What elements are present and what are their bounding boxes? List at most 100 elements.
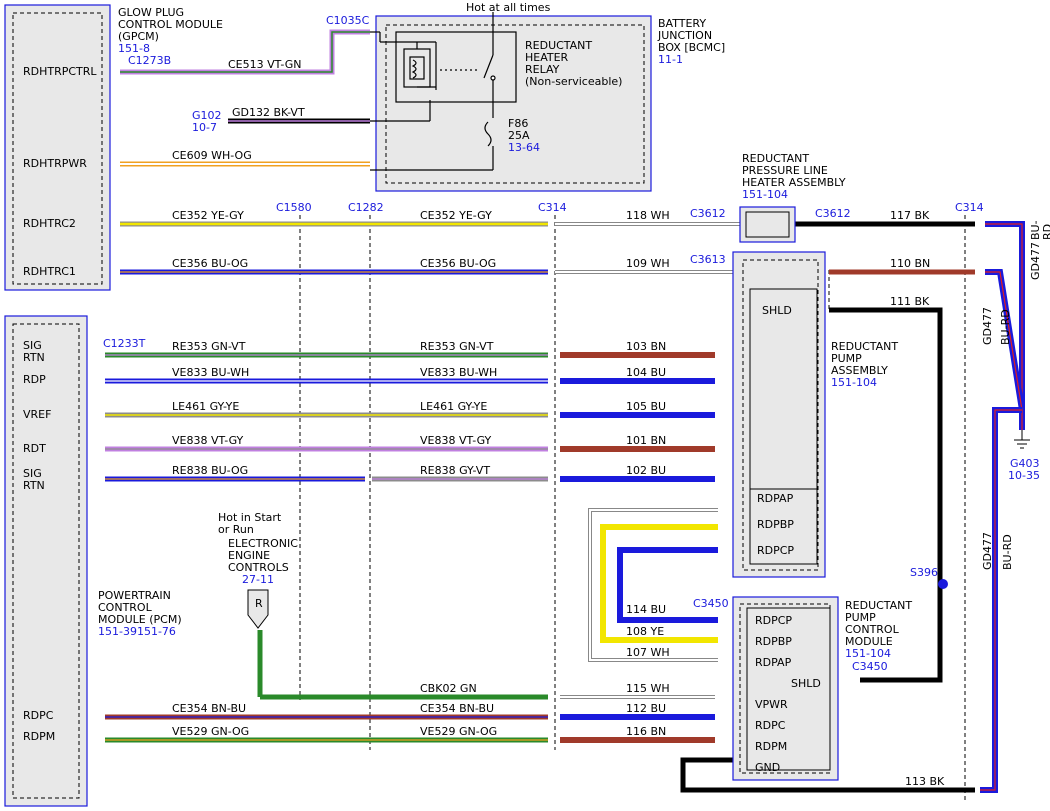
eec-r: R (255, 597, 263, 610)
circ-108: 108 YE (626, 625, 665, 638)
eec-title2: ELECTRONIC ENGINE CONTROLS 27-11 (228, 537, 298, 586)
circ-re353b: RE353 GN-VT (420, 340, 494, 353)
circ-110: 110 BN (890, 257, 931, 270)
circ-bu-rd-a: BU-RD (1029, 220, 1050, 240)
conn-c1580: C1580 (276, 201, 312, 214)
circ-117: 117 BK (890, 209, 930, 222)
circ-ve529b: VE529 GN-OG (420, 725, 498, 738)
circ-ve838b: VE838 VT-GY (420, 434, 492, 447)
conn-g102-ref: 10-7 (192, 121, 217, 134)
gpcm-pin-rdhtrc2: RDHTRC2 (23, 217, 76, 230)
conn-g403-ref: 10-35 (1008, 469, 1040, 482)
circ-bu-rd-b: BU-RD (999, 309, 1012, 345)
circ-109: 109 WH (626, 257, 670, 270)
pump-title: REDUCTANT PUMP ASSEMBLY 151-104 (831, 340, 899, 389)
circ-re838: RE838 BU-OG (172, 464, 249, 477)
circ-ce356: CE356 BU-OG (172, 257, 249, 270)
circ-gd477-b: GD477 (981, 307, 994, 345)
pcm-pin-rdpm: RDPM (23, 730, 56, 743)
pcm-pins: SIG RTN (23, 339, 45, 364)
circ-ve833b: VE833 BU-WH (420, 366, 498, 379)
conn-c1282: C1282 (348, 201, 384, 214)
circ-105: 105 BU (626, 400, 667, 413)
circ-ce513: CE513 VT-GN (228, 58, 302, 71)
circ-118: 118 WH (626, 209, 670, 222)
pcm-pin-rdt: RDT (23, 442, 46, 455)
circ-103: 103 BN (626, 340, 667, 353)
circ-ce352: CE352 YE-GY (172, 209, 244, 222)
circ-re838b: RE838 GY-VT (420, 464, 491, 477)
pump-rdpap: RDPAP (757, 492, 794, 505)
heater-title: REDUCTANT PRESSURE LINE HEATER ASSEMBLY … (742, 152, 846, 201)
wire-pcm-rows (105, 352, 975, 793)
circ-gd132: GD132 BK-VT (232, 106, 305, 119)
conn-g403: G403 (1010, 457, 1040, 470)
circ-ce354: CE354 BN-BU (172, 702, 247, 715)
circ-le461: LE461 GY-YE (172, 400, 240, 413)
splice-s396 (938, 579, 948, 589)
connector-dashed-lines (299, 215, 966, 800)
pcmod-title: REDUCTANT PUMP CONTROL MODULE 151-104 (845, 599, 913, 660)
circ-gd477-a: GD477 (1029, 242, 1042, 280)
circ-ce352b: CE352 YE-GY (420, 209, 492, 222)
circ-le461b: LE461 GY-YE (420, 400, 488, 413)
heater-assembly (739, 206, 796, 243)
pcm-pins-sigrtn2: SIG RTN (23, 467, 45, 492)
conn-c3612-right: C3612 (815, 207, 851, 220)
relay-symbol (370, 12, 496, 171)
eec-r-symbol (247, 589, 269, 629)
conn-s396: S396 (910, 566, 938, 579)
circ-107: 107 WH (626, 646, 670, 659)
relay-title: REDUCTANT HEATER RELAY (Non-serviceable) (525, 39, 623, 88)
circ-cbk02: CBK02 GN (420, 682, 477, 695)
gpcm-module (4, 4, 111, 291)
pcm-pin-rdp: RDP (23, 373, 46, 386)
circ-113: 113 BK (905, 775, 945, 788)
pcmod-pins: RDPCP RDPBP RDPAP SHLD VPWR RDPC RDPM GN… (755, 614, 821, 774)
gpcm-title: GLOW PLUG CONTROL MODULE (GPCM) 151-8 (118, 6, 223, 55)
circ-ce356b: CE356 BU-OG (420, 257, 497, 270)
wire-shield-111 (829, 307, 943, 683)
fuse-label: F86 25A 13-64 (508, 117, 540, 154)
pump-rdpcp: RDPCP (757, 544, 795, 557)
pcm-pin-vref: VREF (23, 408, 52, 421)
wire-gd477 (980, 221, 1030, 793)
conn-c3450: C3450 (693, 597, 729, 610)
circ-ce354b: CE354 BN-BU (420, 702, 495, 715)
conn-c3450-right: C3450 (852, 660, 888, 673)
circ-101: 101 BN (626, 434, 667, 447)
conn-c314-right: C314 (955, 201, 984, 214)
conn-c314: C314 (538, 201, 567, 214)
gpcm-pin-rdhtrpwr: RDHTRPWR (23, 157, 87, 170)
pump-rdpbp: RDPBP (757, 518, 794, 531)
reductant-pump-assembly (732, 251, 826, 578)
circ-112: 112 BU (626, 702, 667, 715)
conn-c1273b: C1273B (128, 54, 172, 67)
pcm-pin-rdpc: RDPC (23, 709, 54, 722)
circ-111: 111 BK (890, 295, 930, 308)
wire-rdhtrpctrl (120, 29, 370, 75)
conn-c3613: C3613 (690, 253, 726, 266)
circ-ce609: CE609 WH-OG (172, 149, 252, 162)
gpcm-pin-rdhtrpctrl: RDHTRPCTRL (23, 65, 97, 78)
pcm-module (4, 315, 88, 807)
gpcm-pin-rdhtrc1: RDHTRC1 (23, 265, 76, 278)
conn-c1035c: C1035C (326, 14, 370, 27)
circ-re353: RE353 GN-VT (172, 340, 246, 353)
eec-title: Hot in Start or Run (218, 511, 282, 536)
circ-104: 104 BU (626, 366, 667, 379)
conn-g102: G102 (192, 109, 222, 122)
bcmc-title: BATTERY JUNCTION BOX [BCMC] 11-1 (658, 17, 726, 66)
pump-shld: SHLD (762, 304, 792, 317)
circ-ve838: VE838 VT-GY (172, 434, 244, 447)
conn-c1233t: C1233T (103, 337, 146, 350)
circ-116: 116 BN (626, 725, 667, 738)
pcm-title: POWERTRAIN CONTROL MODULE (PCM) 151-3915… (98, 589, 182, 638)
circ-115: 115 WH (626, 682, 670, 695)
circ-gd477-c: GD477 (981, 532, 994, 570)
pump-control-module (732, 596, 839, 781)
circ-ve833: VE833 BU-WH (172, 366, 250, 379)
circ-ve529: VE529 GN-OG (172, 725, 250, 738)
